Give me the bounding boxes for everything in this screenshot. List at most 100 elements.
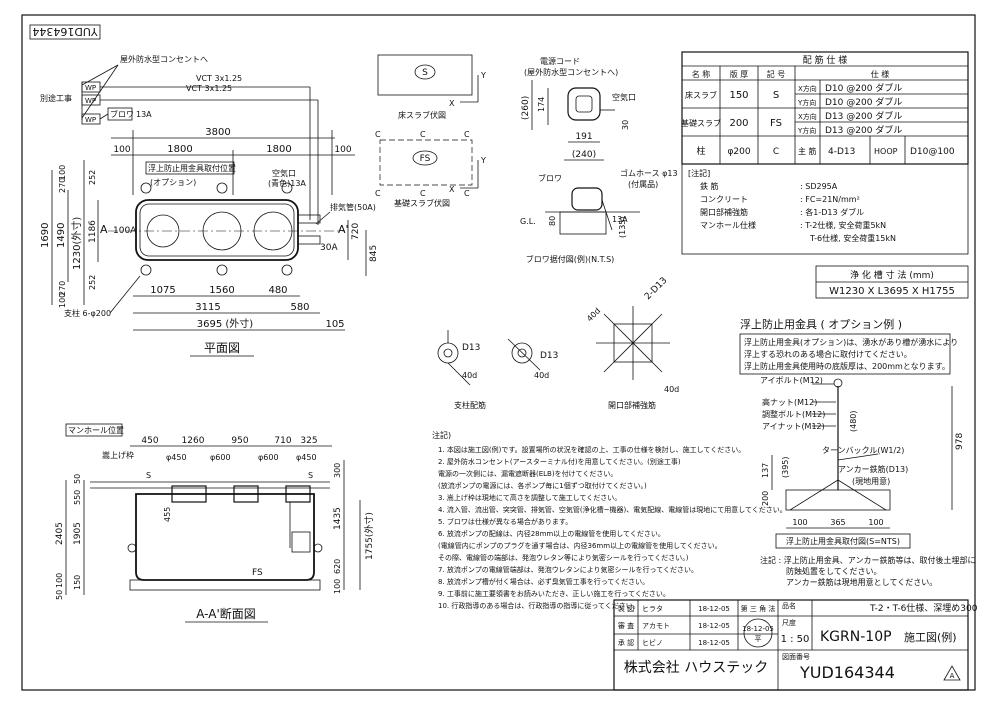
drawing-label: 電源コード: [540, 57, 580, 66]
drawing-label: 450: [141, 436, 158, 446]
drawing-label: T-2・T-6仕様、深埋め300: [869, 602, 978, 614]
drawing-label: 50: [55, 590, 64, 600]
drawing-label: 審 査: [618, 621, 634, 630]
air-outlet-label: 空気口: [272, 168, 296, 178]
drawing-label: 配 筋 仕 様: [803, 54, 848, 66]
drawing-label: A: [100, 223, 108, 236]
drawing-label: 浮上防止用金具使用時の底版厚は、200mmとなります。: [744, 361, 950, 371]
drawing-label: 製 図: [618, 604, 634, 613]
drawing-label: C: [420, 130, 426, 139]
drawing-label: 7. 放流ポンプの電線管端部は、発泡ウレタンにより気密シールを行ってください。: [438, 565, 698, 574]
drawing-label: アイナット(M12): [762, 422, 825, 431]
drawing-label: 137: [761, 463, 770, 478]
drawing-label: 18-12-05: [698, 639, 730, 647]
drawing-label: 空気口: [612, 92, 636, 102]
drawing-label: 100: [334, 145, 351, 155]
drawing-label: φ450: [166, 453, 187, 462]
outdoor-outlet-label: 屋外防水型コンセントへ: [120, 54, 208, 64]
drawing-label: 40d: [585, 306, 602, 323]
drawing-label: (放流ポンプの電源には、各ポンプ毎に1個ずつ取付けてください。): [438, 481, 647, 490]
drawing-label: 記 号: [767, 69, 786, 79]
drawing-label: 40d: [462, 371, 477, 380]
drawing-label: 100: [868, 518, 883, 527]
drawing-label: 1435: [333, 507, 343, 530]
drawing-label: 電源の一次側には、漏電遮断器(ELB)を付けてください。: [438, 469, 617, 478]
drawing-label: 第 三 角 法: [741, 604, 776, 613]
drawing-label: 開口部補強筋: [700, 207, 748, 217]
company-name: 株式会社 ハウステック: [624, 660, 768, 676]
drawing-label: D13 @200 ダブル: [825, 124, 902, 136]
drawing-label: φ600: [210, 453, 231, 462]
drawing-label: 品名: [782, 601, 796, 610]
section-title: A-A'断面図: [196, 606, 256, 621]
drawing-label: C: [420, 189, 426, 198]
drawing-label: 8. 放流ポンプ槽が付く場合は、必ず臭気管工事を行ってください。: [438, 577, 649, 586]
drawing-label: 710: [274, 436, 291, 446]
drawing-label: (オプション): [150, 178, 196, 187]
drawing-label: 620: [333, 559, 342, 574]
blower-caption: ブロワ据付図(例)(N.T.S): [526, 254, 615, 264]
float-fixture-label: 浮上防止用金具取付位置: [148, 163, 236, 173]
drawing-label: T-6仕様, 安全荷重15kN: [809, 233, 896, 243]
drawing-label: アカモト: [642, 622, 670, 630]
drawing-label: 18-12-05: [698, 622, 730, 630]
drawing-label: (480): [849, 410, 858, 432]
drawing-label: 174: [537, 97, 546, 112]
drawing-label: G.L.: [520, 217, 536, 226]
drawing-label: X方向: [798, 112, 817, 121]
drawing-label: D13: [462, 343, 480, 353]
drawing-label: A': [338, 223, 349, 236]
drawing-label: 978: [955, 433, 965, 450]
drawing-label: 9. 工事前に施工要領書をお読みいただき、正しい施工を行ってください。: [438, 589, 670, 598]
rebar-details: D13 40d D13 40d 支柱配筋 2-D13 40d 40d 開口部補強…: [437, 276, 679, 410]
drawing-label: 1800: [266, 144, 291, 155]
drawing-label: 防蝕処置をしてください。: [786, 566, 882, 576]
rebar-spec-table: 配 筋 仕 様 名 称 版 厚 記 号 仕 様 床スラブ 150 S X方向 D…: [681, 51, 969, 299]
drawing-label: φ200: [727, 147, 750, 157]
drawing-label: 浮上する恐れのある場合に取付けてください。: [744, 349, 912, 359]
drawing-label: 30A: [320, 243, 338, 253]
drawing-label: 施工図(例): [904, 630, 957, 644]
drawing-label: HOOP: [874, 147, 898, 156]
drawing-label: 5. ブロワは仕様が異なる場合があります。: [438, 517, 572, 526]
drawing-label: 720: [351, 223, 361, 240]
tank-plan-outline: [135, 199, 299, 261]
drawing-label: 100: [333, 579, 342, 594]
opening-rebar-caption: 開口部補強筋: [608, 400, 656, 410]
drawing-label: 325: [300, 436, 317, 446]
tank-size-value: W1230 X L3695 X H1755: [829, 286, 955, 297]
drawing-label: 注記): [432, 430, 451, 440]
model-number: KGRN-10P: [820, 629, 892, 645]
drawing-label: Y: [480, 71, 486, 80]
drawing-label: X: [449, 99, 455, 108]
drawing-label: 100: [792, 518, 807, 527]
drawing-label: ヒラタ: [642, 604, 663, 613]
drawing-label: 1690: [40, 223, 51, 248]
drawing-label: C: [464, 189, 470, 198]
drawing-label: 浮上防止用金具(オプション)は、湧水があり槽が湧水により: [744, 337, 958, 347]
drawing-label: S: [308, 471, 313, 480]
tank-size-title: 浄 化 槽 寸 法 (mm): [850, 269, 934, 281]
drawing-label: YUD164344: [32, 25, 98, 38]
drawing-label: 2405: [55, 522, 65, 545]
drawing-label: 300: [333, 463, 342, 478]
drawing-label: φ600: [258, 453, 279, 462]
drawing-label: 主 筋: [798, 146, 817, 156]
drawing-label: 100: [58, 293, 67, 308]
drawing-label: 3115: [195, 302, 220, 313]
drawing-label: 1560: [209, 285, 234, 296]
drawing-label: 6. 放流ポンプの配線は、内径28mm以上の電線管を使用してください。: [438, 529, 665, 538]
drawing-label: : SD295A: [800, 182, 838, 191]
drawing-label: 191: [575, 132, 592, 142]
drawing-label: 13A: [136, 110, 152, 119]
floor-slab-s: S: [422, 68, 428, 78]
drawing-label: ターンバックル(W1/2): [822, 446, 904, 455]
drawing-label: 252: [88, 170, 97, 185]
drawing-label: 13A: [612, 215, 628, 224]
drawing-label: (現地用意): [852, 476, 890, 486]
drawing-label: 1075: [150, 285, 175, 296]
drawing-label: 4-D13: [828, 147, 855, 157]
drawing-label: 名 称: [692, 69, 711, 79]
drawing-label: φ450: [296, 453, 317, 462]
